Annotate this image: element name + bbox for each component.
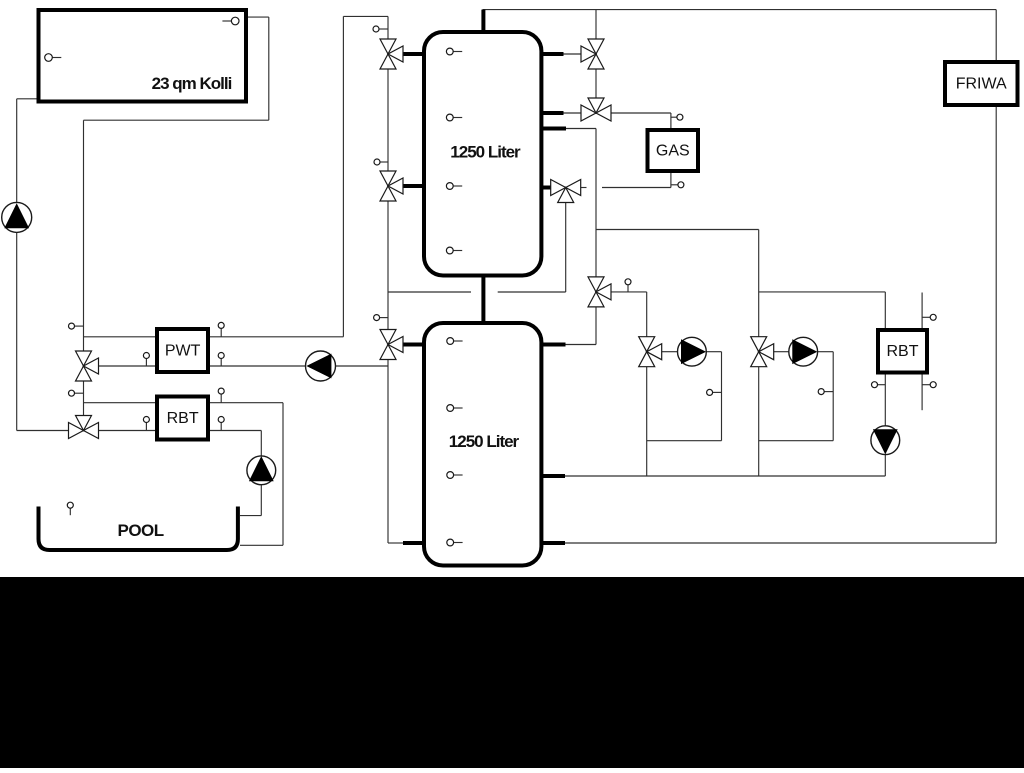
svg-text:1250 Liter: 1250 Liter	[449, 432, 520, 451]
svg-text:GAS: GAS	[656, 143, 690, 160]
svg-text:POOL: POOL	[118, 521, 164, 540]
svg-text:23 qm Kolli: 23 qm Kolli	[152, 74, 232, 93]
svg-text:1250 Liter: 1250 Liter	[450, 143, 521, 162]
svg-text:RBT: RBT	[167, 410, 199, 427]
svg-text:RBT: RBT	[887, 343, 919, 360]
svg-text:FRIWA: FRIWA	[956, 76, 1007, 93]
svg-text:PWT: PWT	[165, 343, 201, 360]
